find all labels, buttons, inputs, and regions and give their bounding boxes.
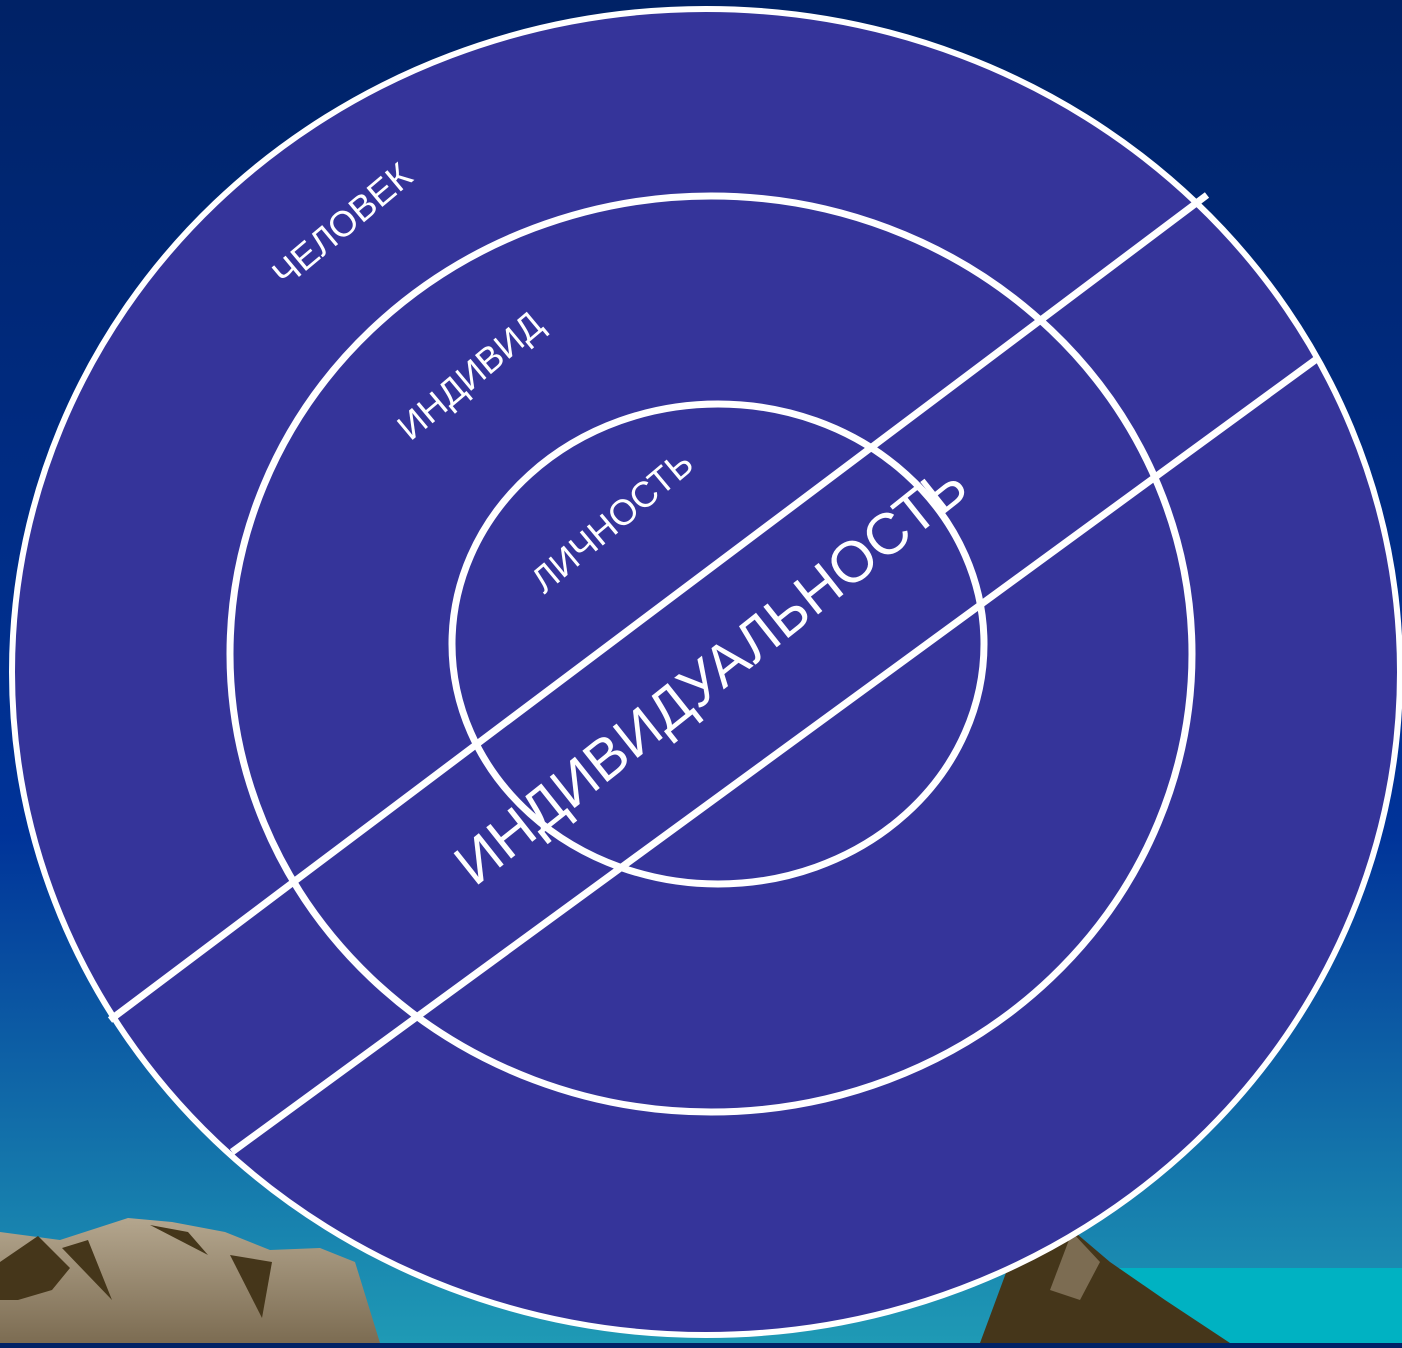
slide: ЧЕЛОВЕК ИНДИВИД ЛИЧНОСТЬ ИНДИВИДУАЛЬНОСТ… (0, 0, 1402, 1343)
diagram-canvas: ЧЕЛОВЕК ИНДИВИД ЛИЧНОСТЬ ИНДИВИДУАЛЬНОСТ… (0, 0, 1402, 1343)
